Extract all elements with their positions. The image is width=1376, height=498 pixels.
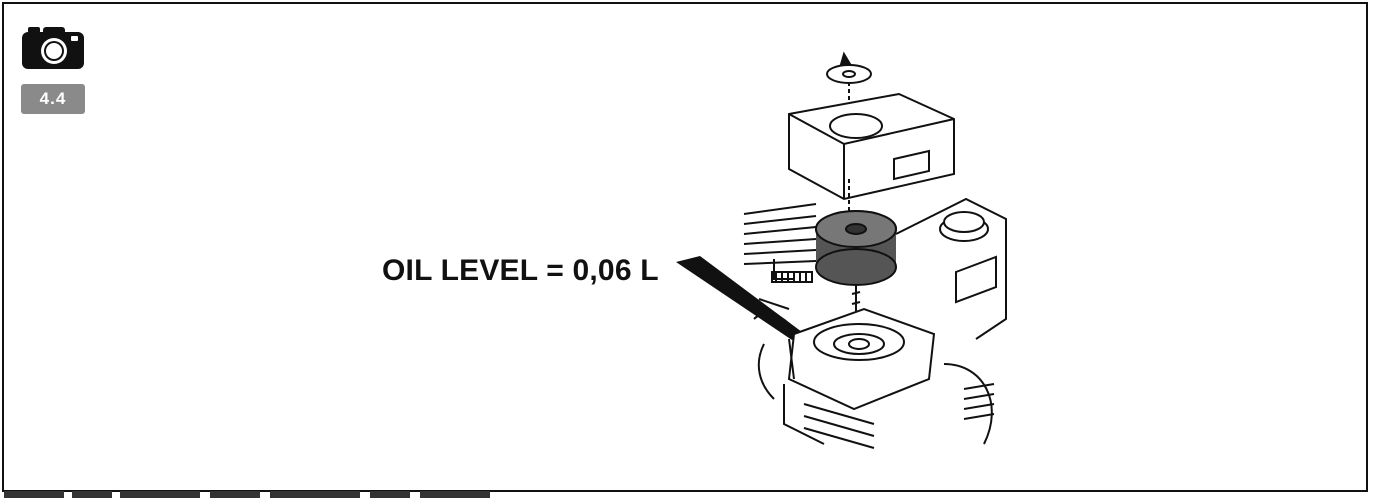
- cropped-text-strip: [0, 486, 1376, 498]
- figure-number-badge: 4.4: [21, 84, 85, 114]
- camera-icon: [22, 27, 84, 69]
- figure-frame: 4.4 OIL LEVEL = 0,06 L: [2, 2, 1368, 492]
- engine-air-filter-illustration: [743, 51, 1007, 449]
- oil-level-callout: OIL LEVEL = 0,06 L: [382, 254, 659, 287]
- pointer-arrow-icon: [676, 256, 802, 340]
